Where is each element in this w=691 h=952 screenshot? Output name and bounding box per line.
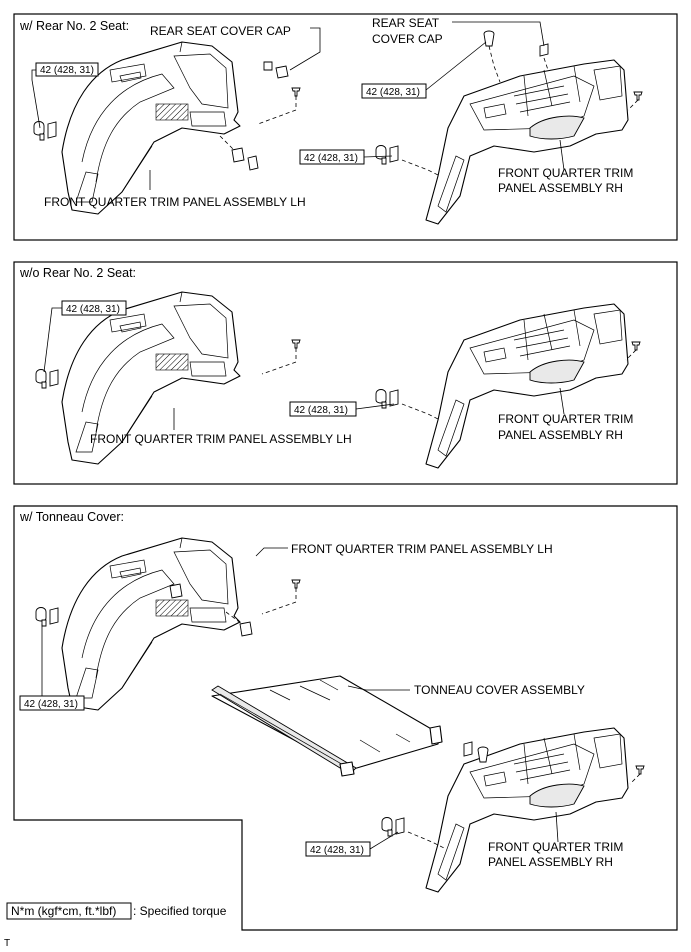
front-quarter-trim-panel-rh [425, 303, 629, 469]
bolt [477, 746, 489, 763]
torque-box [19, 695, 85, 711]
torque-box [35, 62, 99, 77]
bolt [483, 30, 495, 47]
legend-symbol: N*m (kgf*cm, ft.*lbf) [11, 904, 116, 918]
label-front-quarter-trim-panel-lh: FRONT QUARTER TRIM PANEL ASSEMBLY LH [291, 542, 553, 556]
torque-value: 42 (428, 31) [24, 699, 78, 710]
push-clip [633, 91, 643, 101]
clip-bracket [35, 607, 59, 627]
footer-mark: T [4, 938, 10, 949]
clip-bracket [375, 145, 399, 165]
section-header: w/ Tonneau Cover: [19, 510, 124, 524]
front-quarter-trim-panel-lh [61, 537, 241, 711]
rear-seat-cover-cap-rh [539, 43, 549, 57]
label-front-quarter-trim-panel-rh-line1: FRONT QUARTER TRIM [498, 166, 633, 180]
torque-value: 42 (428, 31) [304, 153, 358, 164]
torque-value: 42 (428, 31) [294, 405, 348, 416]
label-front-quarter-trim-panel-rh-line2: PANEL ASSEMBLY RH [488, 855, 613, 869]
label-front-quarter-trim-panel-lh: FRONT QUARTER TRIM PANEL ASSEMBLY LH [90, 432, 352, 446]
label-rear-seat-cover-cap-rh-line2: COVER CAP [372, 32, 443, 46]
section-frame-tonneau-cover [13, 505, 678, 931]
label-front-quarter-trim-panel-lh: FRONT QUARTER TRIM PANEL ASSEMBLY LH [44, 195, 306, 209]
push-clip [291, 339, 301, 349]
clip-bracket [381, 817, 405, 837]
bolt [169, 583, 183, 599]
label-front-quarter-trim-panel-rh-line1: FRONT QUARTER TRIM [488, 840, 623, 854]
tonneau-cover-assembly [211, 675, 443, 777]
legend-torque-box [6, 902, 132, 920]
push-clip [631, 341, 641, 351]
section-frame-without-rear-no2-seat [13, 261, 678, 485]
label-rear-seat-cover-cap-lh: REAR SEAT COVER CAP [150, 24, 291, 38]
rear-seat-cover-cap-lh [275, 65, 289, 79]
torque-value: 42 (428, 31) [66, 304, 120, 315]
label-front-quarter-trim-panel-rh-line2: PANEL ASSEMBLY RH [498, 428, 623, 442]
label-rear-seat-cover-cap-rh-line1: REAR SEAT [372, 16, 440, 30]
push-clip [291, 579, 301, 589]
front-quarter-trim-panel-rh [425, 59, 629, 225]
label-tonneau-cover-assembly: TONNEAU COVER ASSEMBLY [414, 683, 585, 697]
legend-text: : Specified torque [133, 904, 227, 918]
push-clip [291, 87, 301, 97]
torque-value: 42 (428, 31) [40, 65, 94, 76]
section-header: w/o Rear No. 2 Seat: [19, 266, 136, 280]
torque-box [361, 83, 427, 99]
clip-bracket [35, 369, 59, 389]
torque-value: 42 (428, 31) [366, 87, 420, 98]
label-front-quarter-trim-panel-rh-line1: FRONT QUARTER TRIM [498, 412, 633, 426]
push-clip [635, 765, 645, 775]
clip-bracket [33, 121, 57, 141]
section-frame-rear-no2-seat [13, 13, 678, 241]
torque-value: 42 (428, 31) [310, 845, 364, 856]
label-front-quarter-trim-panel-rh-line2: PANEL ASSEMBLY RH [498, 181, 623, 195]
section-header: w/ Rear No. 2 Seat: [19, 19, 129, 33]
